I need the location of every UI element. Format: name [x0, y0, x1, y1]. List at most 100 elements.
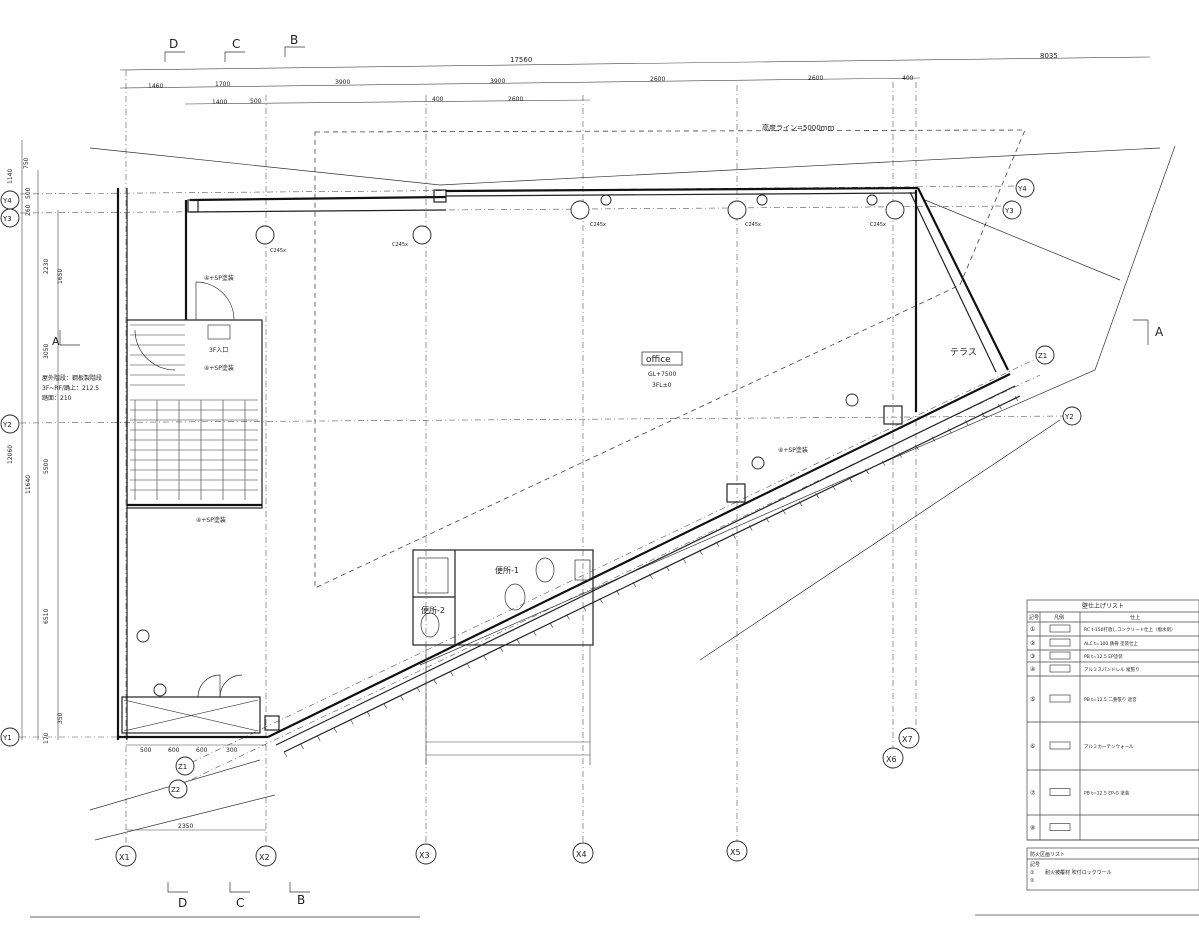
building-walls [116, 186, 1021, 753]
terrace-label: テラス [950, 347, 977, 358]
facade-tick [632, 581, 637, 588]
dim-left-9: 5500 [43, 459, 50, 474]
facade-tick [416, 687, 421, 693]
dim-r2-1: 500 [250, 98, 262, 105]
section-b-bottom: B [297, 893, 305, 907]
toilet-2-label: 便所-2 [421, 605, 445, 615]
legend-fire-table: 防火区画リスト 記号 ① ② 耐火被覆材 吹付ロックウール [975, 847, 1199, 916]
grid-label-y4-left: Y4 [2, 197, 12, 205]
dim-r2-2: 400 [432, 96, 444, 103]
door-tag-2: ④+SP塗装 [204, 364, 234, 372]
col-label-4: C245x [745, 222, 761, 228]
facade-tick [865, 468, 869, 474]
dim-r1-5: 2600 [808, 75, 823, 82]
legend-swatch [1049, 651, 1071, 660]
facade-tick [699, 549, 703, 555]
dim-bottom-2: 600 [196, 747, 208, 754]
legend-symbol: ⑧ [1030, 825, 1035, 832]
legend-swatch [1049, 624, 1071, 633]
dim-left-11: 350 [57, 712, 64, 724]
legend-head-2: 仕上 [1130, 614, 1140, 621]
legend-text: PB t=12.5 二重張り 遮音 [1084, 696, 1137, 703]
facade-tick [449, 670, 454, 677]
grid-label-z1-right: Z1 [1038, 352, 1047, 360]
facade-tick [499, 646, 504, 652]
grid-label-y2-right: Y2 [1064, 413, 1074, 421]
dim-r2-3: 2600 [508, 96, 523, 103]
legend-swatch [1049, 664, 1071, 673]
facade-tick [782, 509, 786, 515]
legend-text: アルミカーテンウォール [1084, 743, 1134, 750]
top-wall-tags: C245x C245x C245x C245x C245x [255, 194, 905, 254]
legend-swatch [1049, 638, 1071, 647]
facade-tick [964, 420, 969, 426]
facade-tick [400, 695, 404, 701]
grid-bubble-x4 [572, 842, 594, 864]
facade-tick [898, 452, 902, 458]
legend-swatch [1049, 788, 1071, 796]
grid-label-y3-right: Y3 [1004, 207, 1014, 215]
grid-bubbles: X1 X2 X3 X4 X5 X6 X7 Y4 Y3 Y2 Y1 Y4 Y3 Y… [0, 178, 1082, 867]
section-d-bottom: D [178, 896, 187, 910]
grid-bubble-y2-left [0, 414, 20, 434]
door-tag-3: ④+SP塗装 [196, 516, 226, 524]
dim-bottom-3: 300 [226, 747, 238, 754]
facade-tick [283, 751, 288, 758]
dim-left-12: 170 [43, 732, 50, 744]
legend-text: PB t=12.5 EP-G 塗装 [1084, 790, 1130, 797]
dim-left-6: 3050 [43, 344, 50, 359]
dim-bottom-1: 600 [168, 747, 180, 754]
dim-left-4: 2230 [43, 259, 50, 274]
bottom-dimensions: 500 600 600 300 2350 [126, 744, 266, 831]
dim-r1-1: 1700 [215, 81, 230, 88]
facade-tick [715, 541, 720, 547]
col-label-1: C245x [270, 248, 286, 254]
legend-symbol: ⑦ [1030, 790, 1036, 797]
dim-r1-2: 3900 [335, 79, 350, 86]
legend2-note: 耐火被覆材 吹付ロックウール [1045, 869, 1112, 876]
wall-type-tags [136, 393, 859, 697]
legend-symbol: ⑤ [1030, 696, 1035, 703]
facade-tick [566, 614, 570, 620]
section-markers-bottom: D C B [167, 882, 310, 910]
facade-tick [582, 606, 587, 612]
section-markers-top: D C B [164, 33, 305, 62]
facade-tick [948, 428, 952, 434]
site-boundary [89, 145, 1176, 841]
entry-crosshatch [123, 674, 259, 732]
facade-tick [915, 444, 919, 450]
top-dimensions: 17560 8035 1460 1700 3900 3900 2600 2600… [119, 52, 1151, 106]
facade-tick [665, 565, 670, 572]
legend2-title: 防火区画リスト [1030, 851, 1065, 858]
dim-total: 17560 [510, 56, 532, 64]
col-label-2: C245x [392, 242, 408, 248]
section-b-top: B [290, 33, 298, 47]
facade-tick [748, 525, 753, 531]
facade-tick [350, 719, 354, 725]
entry-label: 3F入口 [209, 347, 228, 354]
legend-head-0: 記号 [1029, 614, 1039, 621]
dim-left-3: 260 [25, 204, 32, 216]
legend-symbol: ③ [1030, 653, 1035, 660]
dim-left-5: 1650 [57, 269, 64, 284]
left-dimensions: 1140 750 500 260 2230 1650 3050 12060 11… [7, 140, 64, 744]
grid-label-x7: X7 [902, 735, 913, 744]
grid-bubble-x3 [415, 843, 437, 865]
dim-left-8: 11640 [25, 475, 32, 494]
grid-bubble-z2-left [168, 779, 188, 799]
grid-bubble-x1 [115, 845, 137, 867]
facade-tick [765, 517, 770, 523]
facade-tick [881, 460, 886, 466]
legend-text: PB t=12.5 EP塗装 [1084, 653, 1123, 660]
facade-tick [433, 679, 437, 685]
facade-tick [549, 622, 554, 628]
stair-note-3: 踏面：210 [42, 394, 72, 402]
facade-tick [516, 638, 520, 644]
columns [187, 189, 903, 731]
room-name: office [646, 355, 671, 365]
col-label-5: C245x [870, 222, 886, 228]
facade-tick [466, 662, 471, 669]
facade-tick [333, 727, 338, 733]
facade-tick [931, 436, 936, 442]
